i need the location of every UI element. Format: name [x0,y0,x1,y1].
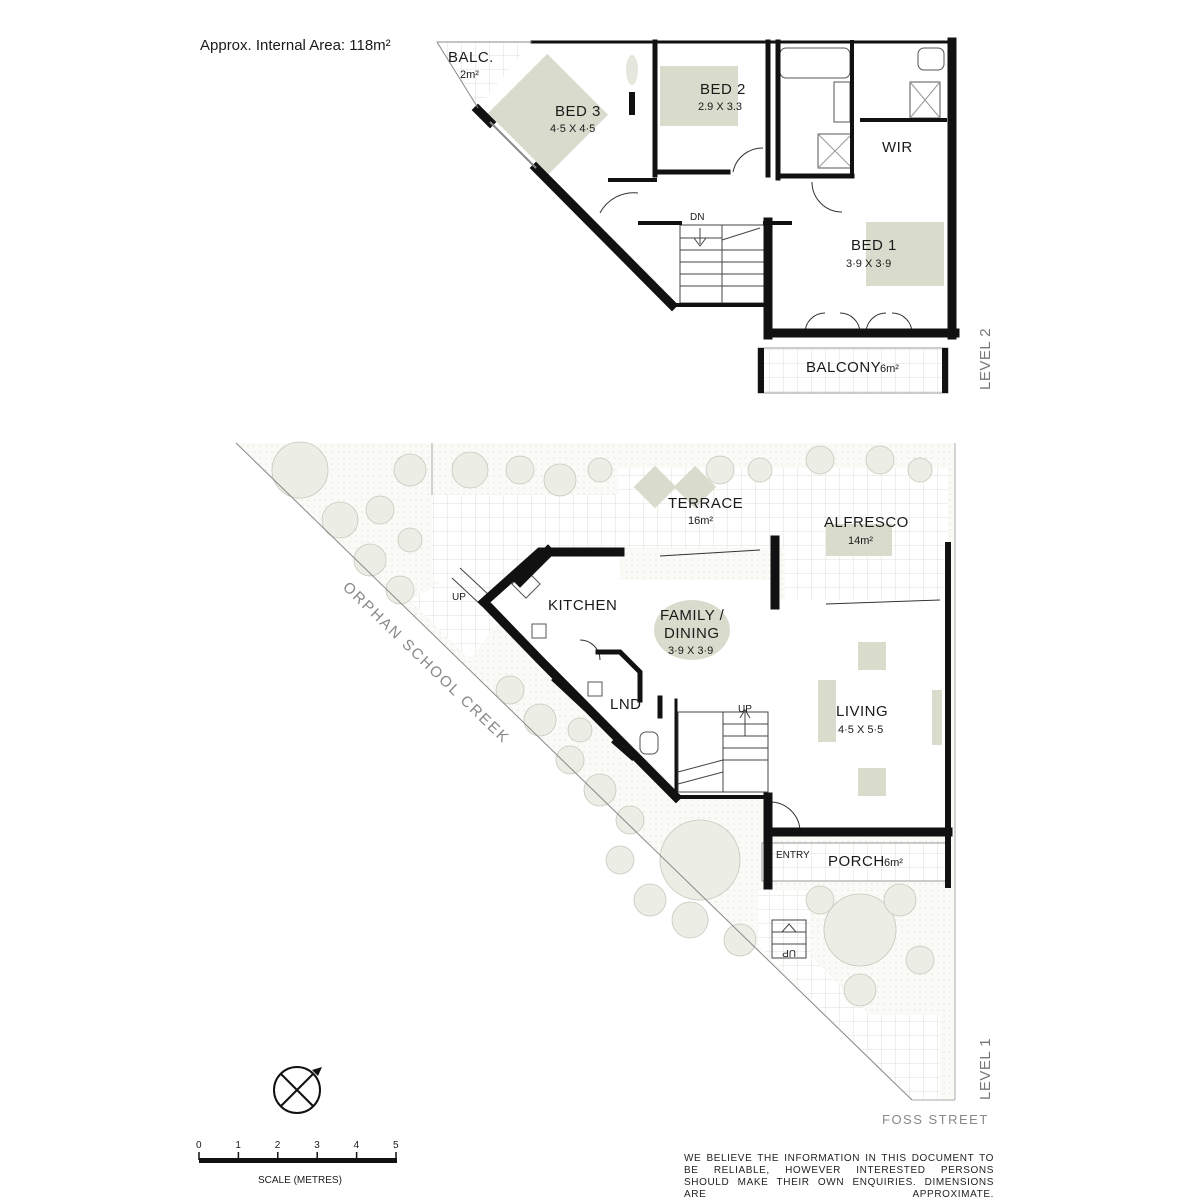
shrub [385,575,415,605]
lnd-name: LND [610,696,642,713]
scale-tick-label: 4 [354,1140,360,1151]
family-dim: 3·9 X 3·9 [668,645,713,657]
alfresco-name: ALFRESCO [824,514,909,531]
terrace-dim: 16m² [688,515,713,527]
shrub [271,441,329,499]
family-name-1: FAMILY / [660,607,725,624]
sofa [818,680,836,742]
stairs-level-1 [451,567,807,959]
shrub [543,463,577,497]
level-1-plan: TERRACE 16m² ALFRESCO 14m² KITCHEN FAMIL… [235,441,994,1127]
balcony-name: BALCONY [806,359,881,376]
shrub [555,745,585,775]
balc-small-name: BALC. [448,49,494,66]
shrub [883,883,917,917]
shrub [905,945,935,975]
bed3-name: BED 3 [555,103,601,120]
alfresco-table [826,524,892,556]
scale-bar: 0 1 2 3 4 5 SCALE (METRES) [196,1140,399,1186]
shrub [587,457,613,483]
scale-tick-label: 2 [275,1140,281,1151]
level-2-label: LEVEL 2 [977,328,994,390]
living-dim: 4·5 X 5·5 [838,724,883,736]
alfresco-dim: 14m² [848,535,873,547]
shrub [495,675,525,705]
shrub [605,845,635,875]
shrub [321,501,359,539]
balcony-floor [757,347,949,394]
bed2-dim: 2.9 X 3.3 [698,101,742,113]
scale-tick-label: 0 [196,1140,202,1151]
porch-floor [761,842,949,882]
bed-3-furniture [487,53,609,175]
living-name: LIVING [836,703,888,720]
bed3-dim: 4·5 X 4·5 [550,123,595,135]
shrub [747,457,773,483]
dining-table [654,600,730,660]
bed1-name: BED 1 [851,237,897,254]
foss-street-label: FOSS STREET [882,1112,989,1127]
shrub [723,923,757,957]
disclaimer-text: WE BELIEVE THE INFORMATION IN THIS DOCUM… [684,1153,994,1200]
stair-up-1: UP [452,592,466,603]
bed-2-furniture [660,66,738,126]
shrub [393,453,427,487]
scale-tick-label: 3 [314,1140,320,1151]
family-name-2: DINING [664,625,720,642]
shrub [353,543,387,577]
bed2-name: BED 2 [700,81,746,98]
shrub [671,901,709,939]
shrub [615,805,645,835]
level-2-plan: BALC. 2m² BED 3 4·5 X 4·5 BED 2 2.9 X 3.… [436,37,994,394]
small-balcony-floor [437,42,532,108]
shrub [633,883,667,917]
stair-up-2: UP [738,704,752,715]
stair-dn-label: DN [690,212,704,223]
compass-icon [273,1066,322,1114]
shrub [365,495,395,525]
scale-title: SCALE (METRES) [258,1175,342,1186]
shrub [823,893,897,967]
entry-name: ENTRY [776,850,810,861]
shrub [805,445,835,475]
kitchen-name: KITCHEN [548,597,617,614]
shrub [567,717,593,743]
bed-1-furniture [866,222,944,286]
scale-tick-label: 1 [235,1140,241,1151]
balcony-dim: 6m² [880,363,899,375]
shrub [843,973,877,1007]
shrub [805,885,835,915]
shrub [523,703,557,737]
shrub [705,455,735,485]
internal-area-label: Approx. Internal Area: 118m² [200,37,391,54]
shrub [659,819,741,901]
bed1-dim: 3·9 X 3·9 [846,258,891,270]
porch-name: PORCH [828,853,885,870]
shrub [583,773,617,807]
porch-dim: 6m² [884,857,903,869]
stair-up-3: UP [782,947,796,958]
shrub [865,445,895,475]
shrub [397,527,423,553]
shrub [505,455,535,485]
landscape-shrubs [271,441,935,1007]
terrace-name: TERRACE [668,495,743,512]
balc-small-dim: 2m² [460,69,479,81]
terrace-floor [432,468,948,600]
wir-name: WIR [882,139,913,156]
scale-tick-label: 5 [393,1140,399,1151]
shrub [451,451,489,489]
shrub [907,457,933,483]
level-1-label: LEVEL 1 [977,1038,994,1100]
